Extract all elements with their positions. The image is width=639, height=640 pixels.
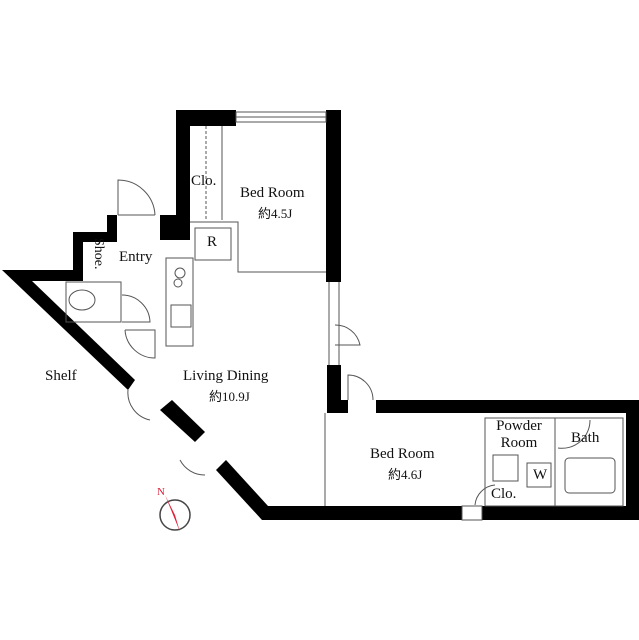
shelf-label: Shelf [45, 368, 77, 384]
refrigerator [194, 227, 232, 261]
closet-bottom-label: Clo. [491, 486, 517, 502]
compass-ring [159, 499, 191, 531]
sink [492, 454, 519, 482]
compass-north-label: N [157, 486, 165, 498]
toilet-room [65, 281, 122, 323]
compass-needle-icon [165, 495, 180, 532]
wall [2, 270, 135, 390]
wall [73, 232, 83, 280]
living-size: 約10.9J [209, 389, 250, 404]
door [124, 329, 156, 359]
bedroom-bottom-size: 約4.6J [388, 467, 423, 482]
bath-door [557, 419, 591, 449]
bedroom-door [347, 374, 374, 401]
wall [73, 232, 117, 242]
living-name: Living Dining [183, 368, 269, 384]
compass: N [157, 486, 191, 532]
wall [326, 110, 341, 282]
kitchen-counter [165, 257, 194, 347]
entrance [461, 505, 483, 521]
toilet-door [121, 294, 151, 323]
balcony-door [127, 389, 151, 421]
closet-door [474, 484, 496, 506]
fixtures [65, 111, 624, 521]
shoe-label: Shoe. [91, 238, 106, 270]
bathtub [564, 457, 616, 494]
wall [216, 460, 268, 520]
wall [176, 110, 236, 126]
balcony-door [179, 459, 206, 476]
closet-label: Clo. [191, 173, 217, 189]
washer [526, 462, 552, 488]
wall [482, 506, 639, 520]
bedroom-top-name: Bed Room [240, 185, 305, 201]
walls [2, 110, 639, 520]
wall [176, 110, 190, 240]
wall [160, 400, 205, 442]
washer-label: W [533, 467, 548, 483]
wall [160, 215, 190, 240]
wall [107, 215, 117, 240]
bedroom-top-size: 約4.5J [258, 206, 293, 221]
bedroom-bottom-name: Bed Room [370, 446, 435, 462]
entry-label: Entry [119, 249, 153, 265]
powder-room-label: Powder Room [496, 418, 542, 451]
bath [554, 417, 624, 507]
wall [262, 506, 462, 520]
entry-door [117, 179, 156, 216]
wall [626, 400, 639, 520]
wall [376, 400, 639, 413]
refrigerator-label: R [207, 234, 218, 250]
bath-label: Bath [571, 430, 600, 446]
wall [327, 400, 348, 413]
